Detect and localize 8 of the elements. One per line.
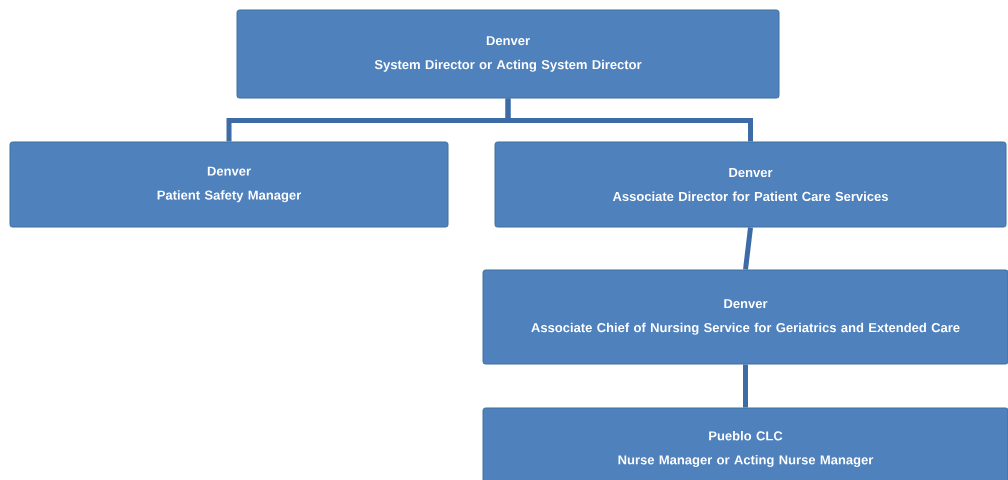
connector-line [743,364,748,408]
org-box: Denver Patient Safety Manager [9,141,449,228]
org-box: Denver Associate Chief of Nursing Service for Geriatrics and Extended Care [482,269,1008,365]
connector-line [743,227,753,270]
org-box: Denver System Director or Acting System Director [236,9,780,99]
org-box: Pueblo CLC Nurse Manager or Acting Nurse Manager [482,407,1008,480]
org-box: Denver Associate Director for Patient Care Services [494,141,1007,228]
connector-line [505,98,753,142]
